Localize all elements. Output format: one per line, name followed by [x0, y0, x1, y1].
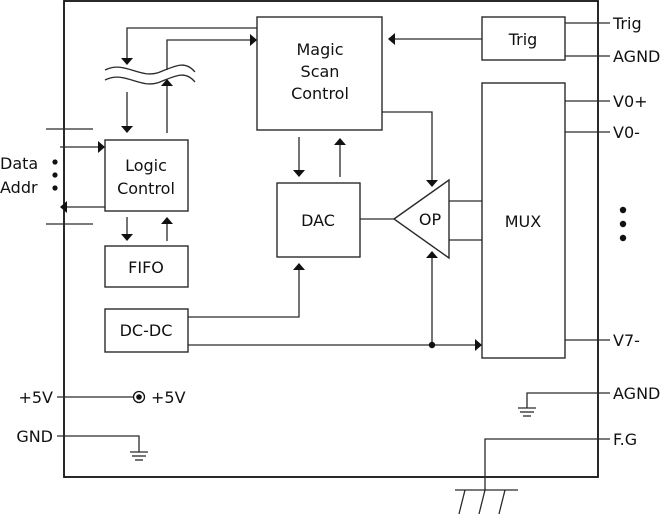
magic-scan-label-1: Magic [296, 40, 343, 59]
ellipsis-dot [619, 234, 627, 242]
fifo-label: FIFO [128, 258, 164, 277]
dac-block: DAC [276, 182, 361, 258]
arrow-down-icon [426, 180, 438, 187]
ellipsis-dot [52, 159, 58, 165]
module-frame [63, 0, 599, 478]
mux-block: MUX [481, 82, 566, 359]
v0-plus-terminal-label: V0+ [613, 92, 648, 111]
arrow-left-icon [388, 33, 395, 45]
arrow-right-icon [250, 34, 257, 46]
logic-control-label-2: Control [117, 179, 175, 198]
wire-magic-to-bus [126, 27, 257, 58]
data-label: Data [0, 154, 38, 173]
ellipsis-dot [52, 185, 58, 191]
wire-magic-to-op [382, 111, 433, 180]
dac-label: DAC [301, 211, 335, 230]
ground-icon [518, 407, 536, 417]
magic-scan-label-2: Scan [301, 62, 340, 81]
magic-scan-label-3: Control [291, 84, 349, 103]
power-terminal-icon [132, 390, 146, 404]
fifo-block: FIFO [104, 245, 189, 288]
chassis-ground-icon [455, 489, 518, 514]
arrow-down-icon [293, 170, 305, 177]
agnd-bottom-terminal-label: AGND [613, 384, 660, 403]
wire-gnd [57, 435, 140, 452]
logic-control-label-1: Logic [125, 156, 167, 175]
ellipsis-dot [619, 220, 627, 228]
trig-terminal-label: Trig [612, 14, 642, 33]
v0-minus-terminal-label: V0- [613, 123, 640, 142]
bus-break-symbol [104, 64, 196, 75]
trig-block: Trig [481, 16, 566, 61]
op-label: OP [419, 210, 442, 229]
op-amp: OP [392, 178, 450, 260]
arrow-right-icon [98, 141, 105, 153]
plus5v-inner-label: +5V [151, 388, 186, 407]
gnd-label: GND [16, 427, 53, 446]
arrow-right-icon [475, 339, 482, 351]
wire-bus-to-magic [166, 39, 250, 70]
arrow-down-icon [121, 234, 133, 241]
ellipsis-dot [52, 172, 58, 178]
v7-minus-terminal-label: V7- [613, 331, 640, 350]
ground-icon [130, 451, 148, 461]
agnd-top-terminal-label: AGND [613, 47, 660, 66]
addr-label: Addr [0, 178, 38, 197]
arrow-up-icon [334, 138, 346, 145]
dcdc-block: DC-DC [104, 308, 189, 353]
arrow-up-icon [161, 217, 173, 224]
trig-block-label: Trig [508, 30, 538, 49]
fg-terminal-label: F.G [613, 430, 637, 449]
dcdc-label: DC-DC [120, 321, 173, 340]
plus5v-left-label: +5V [18, 388, 53, 407]
wire-dcdc-to-dac [188, 270, 300, 318]
ellipsis-dot [619, 206, 627, 214]
magic-scan-control-block: Magic Scan Control [256, 16, 383, 131]
mux-label: MUX [505, 212, 542, 231]
arrow-left-icon [60, 201, 67, 213]
arrow-down-icon [121, 58, 133, 65]
arrow-up-icon [426, 251, 438, 258]
arrow-up-icon [293, 263, 305, 270]
arrow-down-icon [121, 126, 133, 133]
junction-dot [428, 341, 436, 349]
arrow-up-icon [161, 79, 173, 86]
logic-control-block: Logic Control [104, 139, 189, 212]
